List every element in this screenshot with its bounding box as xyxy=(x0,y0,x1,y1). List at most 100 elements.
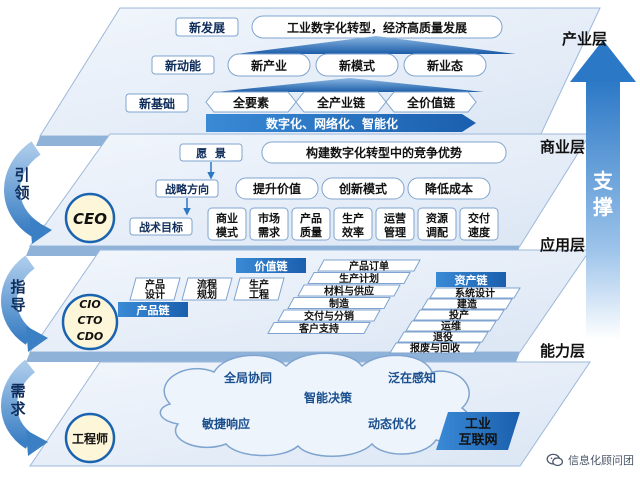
tactics-label: 战术目标 xyxy=(139,220,183,234)
asset-chain-item-text: 投产 xyxy=(449,309,469,322)
new-foundation-item-2: 全产业链 xyxy=(316,95,366,110)
side-arrow-demand: 需 求 xyxy=(1,359,48,456)
side-label-demand-1: 需 xyxy=(10,382,25,400)
support-label-2: 撑 xyxy=(593,195,613,219)
layer-title-application: 应用层 xyxy=(540,236,585,254)
value-chain-item: 材料与供应 xyxy=(297,284,401,298)
vision-value: 构建数字化转型中的竞争优势 xyxy=(306,145,462,160)
product-chain-item-line-2: 设计 xyxy=(145,288,165,301)
tactic-item-line-2: 管理 xyxy=(384,225,406,239)
asset-chain-item-text: 报废与回收 xyxy=(410,342,460,355)
asset-chain-item: 投产 xyxy=(413,309,505,322)
business-content: 愿 景 构建数字化转型中的竞争优势 战略方向 提升价值 创新模式 降低成本 战术… xyxy=(129,141,507,241)
role-ceo-label: CEO xyxy=(73,210,107,228)
cloud-item: 全局协同 xyxy=(223,370,272,385)
new-development-label: 新发展 xyxy=(189,20,225,35)
asset-chain-item-text: 建造 xyxy=(456,298,478,311)
support-arrow: 支 撑 xyxy=(570,40,636,340)
product-chain-item-line-1: 流程 xyxy=(197,278,217,291)
watermark-text: 信息化顾问团 xyxy=(568,454,634,467)
value-chain-item-text: 制造 xyxy=(329,297,350,310)
tactic-item-line-2: 效率 xyxy=(342,225,364,239)
tactic-item-line-1: 产品 xyxy=(300,211,322,225)
value-chain-item-text: 产品订单 xyxy=(349,260,389,273)
vision-label: 愿 景 xyxy=(196,147,226,160)
tactic-item-line-2: 需求 xyxy=(258,225,281,239)
value-chain-item: 产品订单 xyxy=(317,259,421,273)
product-chain-item-line-2: 规划 xyxy=(197,288,217,301)
strategy-item-2: 创新模式 xyxy=(338,181,387,196)
cloud-item: 智能决策 xyxy=(303,390,353,405)
product-chain-label: 产品链 xyxy=(137,303,171,317)
cloud-item: 动态优化 xyxy=(368,416,416,431)
wechat-icon xyxy=(546,453,564,467)
value-chain-item-text: 客户支持 xyxy=(298,322,339,335)
product-chain-item-line-1: 产品 xyxy=(145,278,165,291)
cloud-item: 敏捷响应 xyxy=(201,416,250,431)
new-foundation-item-1: 全要素 xyxy=(232,95,269,110)
new-momentum-item-1: 新产业 xyxy=(251,58,287,73)
asset-chain-item: 报废与回收 xyxy=(389,342,481,355)
value-chain-item: 客户支持 xyxy=(267,322,371,335)
cloud-item-text: 动态优化 xyxy=(368,416,416,431)
side-label-lead-1: 引 xyxy=(14,166,29,184)
role-engineer: 工程师 xyxy=(64,412,116,464)
value-chain-item: 交付与分销 xyxy=(277,309,381,323)
layer-title-capability: 能力层 xyxy=(540,342,585,360)
role-ceo: CEO xyxy=(64,192,116,244)
tactic-item-line-1: 市场 xyxy=(258,211,280,225)
support-label-1: 支 xyxy=(593,169,614,193)
new-foundation-item-3: 全价值链 xyxy=(406,95,456,110)
cloud-item-text: 敏捷响应 xyxy=(201,416,250,431)
tactic-item-line-2: 模式 xyxy=(216,225,238,239)
cloud-item-text: 全局协同 xyxy=(223,370,272,385)
industrial-internet-line-1: 工业 xyxy=(465,416,491,432)
role-engineer-label: 工程师 xyxy=(72,431,108,446)
role-cto-label: CTO xyxy=(78,314,103,327)
value-chain-item-text: 生产计划 xyxy=(339,272,379,285)
layer-title-business: 商业层 xyxy=(540,138,585,156)
strategy-item-1: 提升价值 xyxy=(253,181,301,196)
asset-chain-item-text: 系统设计 xyxy=(455,287,495,300)
tactic-item-line-1: 商业 xyxy=(216,211,238,225)
value-chain-item: 生产计划 xyxy=(307,272,411,285)
cloud-item-text: 智能决策 xyxy=(303,390,353,405)
tactic-item-line-1: 交付 xyxy=(468,211,490,225)
digital-bar-text: 数字化、网络化、智能化 xyxy=(266,116,398,131)
tactic-item-line-2: 调配 xyxy=(426,225,448,239)
asset-chain-item: 运维 xyxy=(405,320,497,333)
cloud-item-text: 泛在感知 xyxy=(388,370,436,385)
new-momentum-item-2: 新模式 xyxy=(339,58,375,73)
tactic-item-line-2: 速度 xyxy=(468,225,491,239)
watermark: 信息化顾问团 xyxy=(546,452,634,468)
layer-title-industry: 产业层 xyxy=(562,30,607,48)
tactic-item-line-1: 运营 xyxy=(384,211,406,225)
strategy-item-3: 降低成本 xyxy=(425,181,473,196)
value-chain-item: 制造 xyxy=(287,297,391,310)
industrial-internet-line-2: 互联网 xyxy=(458,433,497,448)
side-label-guide-1: 指 xyxy=(10,278,25,296)
cloud-item: 泛在感知 xyxy=(388,370,436,385)
asset-chain-label: 资产链 xyxy=(455,273,489,287)
side-arrow-guide: 指 导 xyxy=(1,255,48,352)
side-label-demand-2: 求 xyxy=(10,400,26,418)
side-label-lead-2: 领 xyxy=(13,184,29,202)
role-cio-label: CIO xyxy=(79,298,101,311)
new-development-value: 工业数字化转型，经济高质量发展 xyxy=(287,20,467,35)
value-chain-item-text: 材料与供应 xyxy=(324,285,374,298)
tactic-item-line-2: 质量 xyxy=(300,225,322,239)
